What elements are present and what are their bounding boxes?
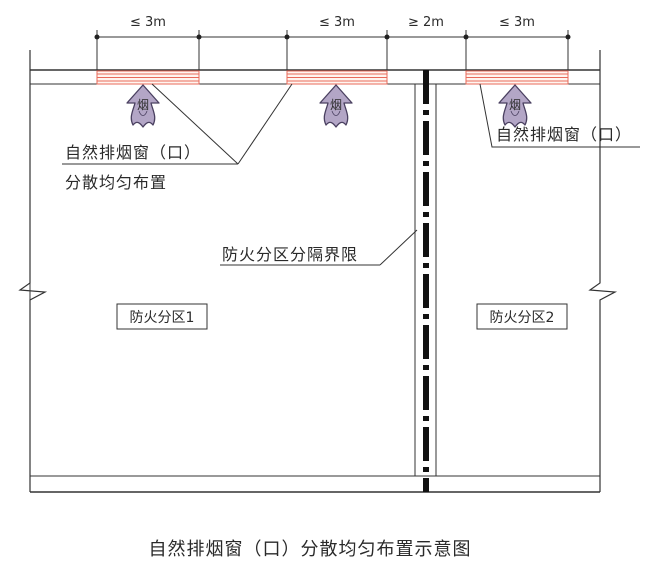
smoke-glyph: 烟 (330, 98, 342, 112)
zone-1-label: 防火分区1 (130, 310, 195, 326)
dimension-dot (284, 34, 290, 40)
zone-2-label: 防火分区2 (490, 310, 555, 326)
label-distributed-evenly: 分散均匀布置 (65, 173, 167, 192)
leader-window-c (479, 83, 640, 148)
leader-window-b (237, 83, 293, 165)
smoke-window-b (286, 70, 388, 85)
dimension-dot (94, 34, 100, 40)
leader-boundary (379, 229, 418, 266)
smoke-glyph: 烟 (509, 98, 521, 112)
smoke-icon: 烟 (126, 84, 160, 128)
leader-lines (62, 83, 640, 266)
zone-1-box: 防火分区1 (116, 303, 208, 330)
smoke-window-c (465, 70, 569, 85)
label-smoke-window-left: 自然排烟窗（口） (65, 143, 201, 162)
dimension-label-window-b: ≤ 3m (319, 15, 355, 30)
dimension-dot (565, 34, 571, 40)
dimension-label-window-c: ≤ 3m (499, 15, 535, 30)
dimension-dot (463, 34, 469, 40)
label-fire-boundary: 防火分区分隔界限 (222, 245, 358, 264)
zone-2-box: 防火分区2 (476, 303, 568, 330)
smoke-windows (96, 70, 569, 85)
smoke-glyph: 烟 (137, 98, 149, 112)
smoke-window-a (96, 70, 200, 85)
dimension-lines: ≤ 3m ≤ 3m ≥ 2m ≤ 3m (94, 15, 571, 70)
leader-window-a (151, 83, 239, 165)
dimension-label-window-a: ≤ 3m (130, 15, 166, 30)
smoke-icon: 烟 (498, 84, 532, 128)
dimension-dot (196, 34, 202, 40)
diagram-caption: 自然排烟窗（口）分散均匀布置示意图 (149, 539, 472, 560)
left-wall-break (18, 50, 48, 492)
label-smoke-window-right: 自然排烟窗（口） (496, 125, 632, 144)
dimension-dot (384, 34, 390, 40)
right-wall-break (588, 50, 618, 492)
dimension-label-gap: ≥ 2m (408, 15, 444, 30)
smoke-icon: 烟 (319, 84, 353, 128)
